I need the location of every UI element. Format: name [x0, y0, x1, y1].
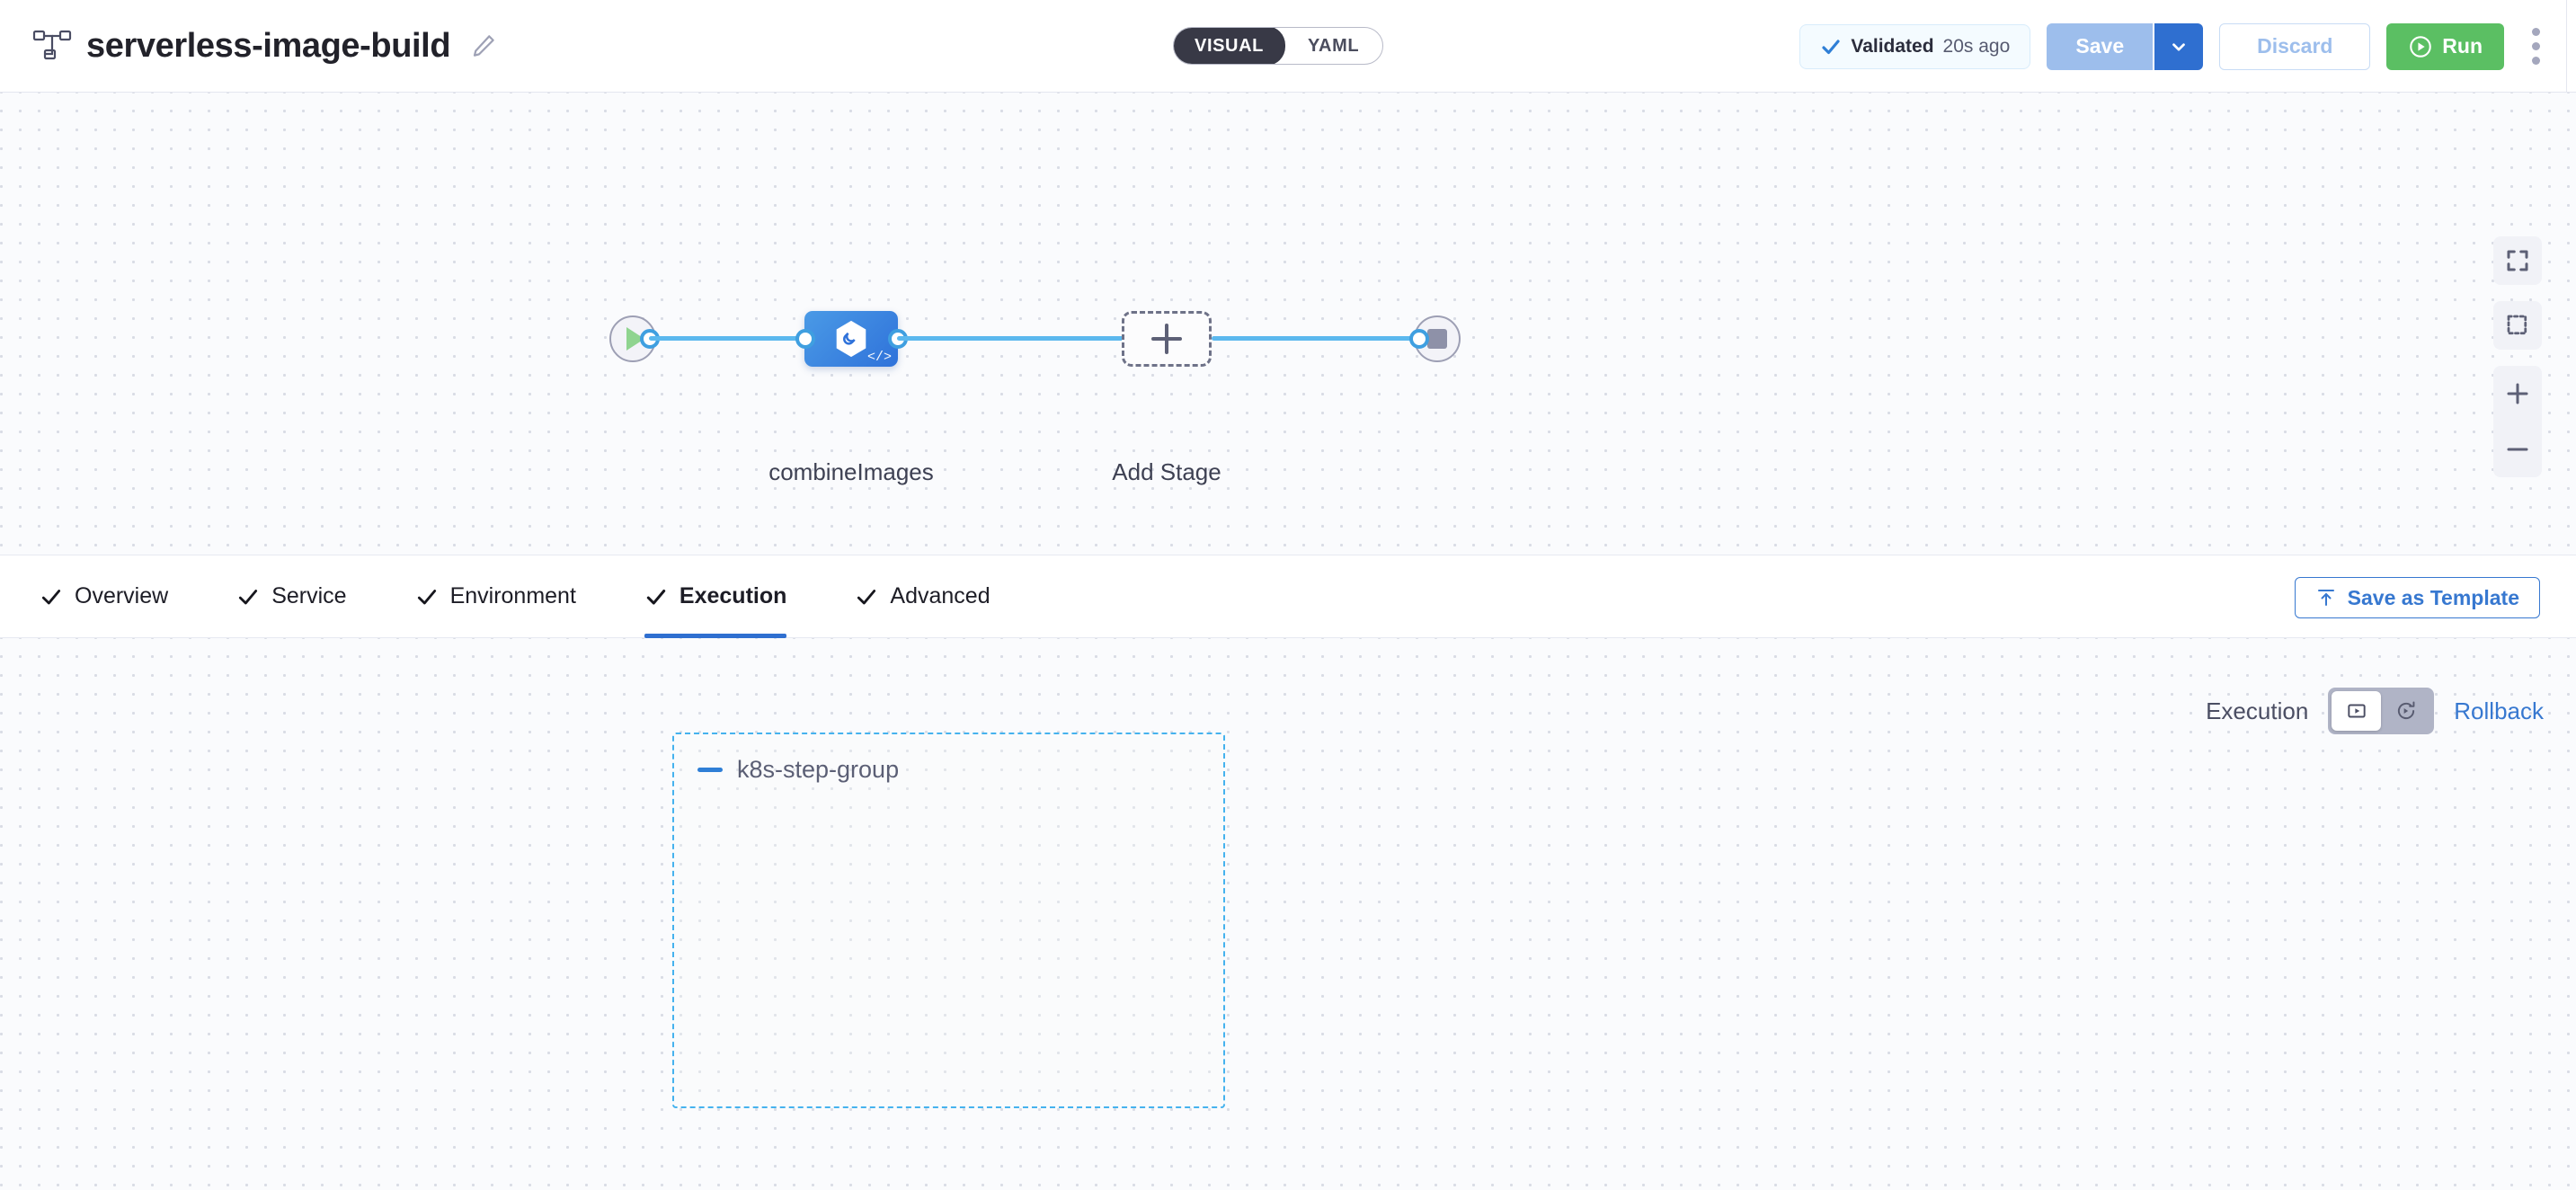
minus-icon: [2504, 436, 2531, 463]
tab-list: Overview Service Environment Execution: [0, 555, 1059, 638]
plus-icon: [1151, 324, 1182, 354]
step-graph-canvas[interactable]: Execution: [0, 638, 2576, 1190]
tab-label: Overview: [75, 583, 169, 608]
stage-graph-canvas[interactable]: </> combineImages Add Stage: [0, 93, 2576, 555]
stage-end-node[interactable]: [1414, 315, 1461, 362]
check-icon: [415, 585, 439, 608]
check-icon: [1820, 36, 1842, 58]
add-stage-button[interactable]: [1122, 311, 1212, 367]
tab-label: Service: [271, 583, 347, 608]
plus-icon: [2504, 380, 2531, 407]
execution-rollback-toggle[interactable]: [2328, 688, 2435, 734]
stage-node-combineimages[interactable]: </>: [804, 311, 898, 367]
link-stage-to-addstage: [897, 336, 1124, 341]
check-icon: [644, 585, 668, 608]
stage-config-tabbar: Overview Service Environment Execution: [0, 555, 2576, 638]
zoom-in-button[interactable]: [2493, 366, 2542, 422]
stage-code-badge: </>: [866, 350, 892, 365]
tab-label: Environment: [449, 583, 576, 608]
save-button[interactable]: Save: [2047, 22, 2154, 70]
stage-node-in-port[interactable]: [795, 329, 815, 349]
canvas-zoom-controls: [2493, 236, 2542, 477]
tab-label: Advanced: [890, 583, 990, 608]
toggle-rollback-segment[interactable]: [2381, 691, 2430, 731]
rollback-mode-link[interactable]: Rollback: [2454, 697, 2544, 724]
chevron-down-icon: [2169, 37, 2189, 57]
header-actions: Validated 20s ago Save Discard: [1799, 0, 2563, 93]
save-as-template-label: Save as Template: [2347, 585, 2519, 609]
step-group-title: k8s-step-group: [737, 756, 900, 783]
mode-tab-yaml[interactable]: YAML: [1307, 35, 1360, 56]
selection-box-icon: [2504, 312, 2531, 339]
step-group-header: k8s-step-group: [697, 756, 899, 784]
save-as-template-button[interactable]: Save as Template: [2294, 577, 2540, 618]
page-title: serverless-image-build: [86, 26, 451, 65]
stage-end-port[interactable]: [1409, 329, 1429, 349]
template-upload-icon: [2315, 587, 2337, 608]
pencil-edit-icon[interactable]: [465, 32, 497, 59]
rollback-rotate-icon: [2394, 699, 2418, 723]
zoom-in-out-group: [2493, 366, 2542, 477]
add-stage-label: Add Stage: [1112, 458, 1221, 485]
check-icon: [855, 585, 878, 608]
play-icon: [626, 327, 644, 351]
execution-rollback-switch: Execution: [2206, 688, 2544, 734]
fit-to-screen-button[interactable]: [2493, 236, 2542, 285]
pipeline-nodes-icon: [32, 28, 72, 64]
selection-box-button[interactable]: [2493, 301, 2542, 350]
discard-button[interactable]: Discard: [2219, 22, 2371, 70]
stop-icon: [1427, 329, 1447, 349]
toggle-execution-segment[interactable]: [2332, 691, 2382, 731]
check-icon: [236, 585, 260, 608]
tab-overview[interactable]: Overview: [40, 555, 202, 638]
mode-tab-visual[interactable]: VISUAL: [1174, 28, 1285, 64]
save-dropdown-button[interactable]: [2153, 22, 2204, 70]
kebab-menu-icon[interactable]: [2515, 20, 2556, 74]
harness-hexagon-icon: [831, 318, 872, 360]
save-button-group[interactable]: Save: [2047, 22, 2204, 70]
app-header: serverless-image-build VISUAL YAML Valid…: [0, 0, 2576, 93]
zoom-out-button[interactable]: [2493, 422, 2542, 477]
stage-node-label: combineImages: [768, 458, 934, 485]
fit-to-screen-icon: [2504, 247, 2531, 274]
link-addstage-to-end: [1212, 336, 1420, 341]
header-right-divider: [2566, 0, 2567, 93]
header-left-group: serverless-image-build: [0, 27, 497, 66]
execution-play-box-icon: [2345, 699, 2368, 723]
execution-mode-label: Execution: [2206, 697, 2309, 724]
run-button[interactable]: Run: [2386, 22, 2504, 70]
validated-timestamp: 20s ago: [1942, 35, 2011, 57]
validated-label: Validated: [1851, 35, 1934, 57]
check-icon: [40, 585, 63, 608]
step-group-k8s[interactable]: k8s-step-group: [672, 733, 1225, 1108]
visual-yaml-toggle[interactable]: VISUAL YAML: [1173, 27, 1384, 65]
play-circle-icon: [2408, 34, 2433, 59]
tab-environment[interactable]: Environment: [415, 555, 610, 638]
tab-execution[interactable]: Execution: [644, 555, 821, 638]
tab-label: Execution: [679, 583, 787, 608]
tab-service[interactable]: Service: [236, 555, 380, 638]
status-badge-validated: Validated 20s ago: [1799, 23, 2031, 69]
tab-advanced[interactable]: Advanced: [855, 555, 1024, 638]
minus-collapse-icon[interactable]: [697, 768, 723, 772]
run-button-label: Run: [2442, 34, 2483, 58]
link-start-to-stage: [649, 336, 811, 341]
